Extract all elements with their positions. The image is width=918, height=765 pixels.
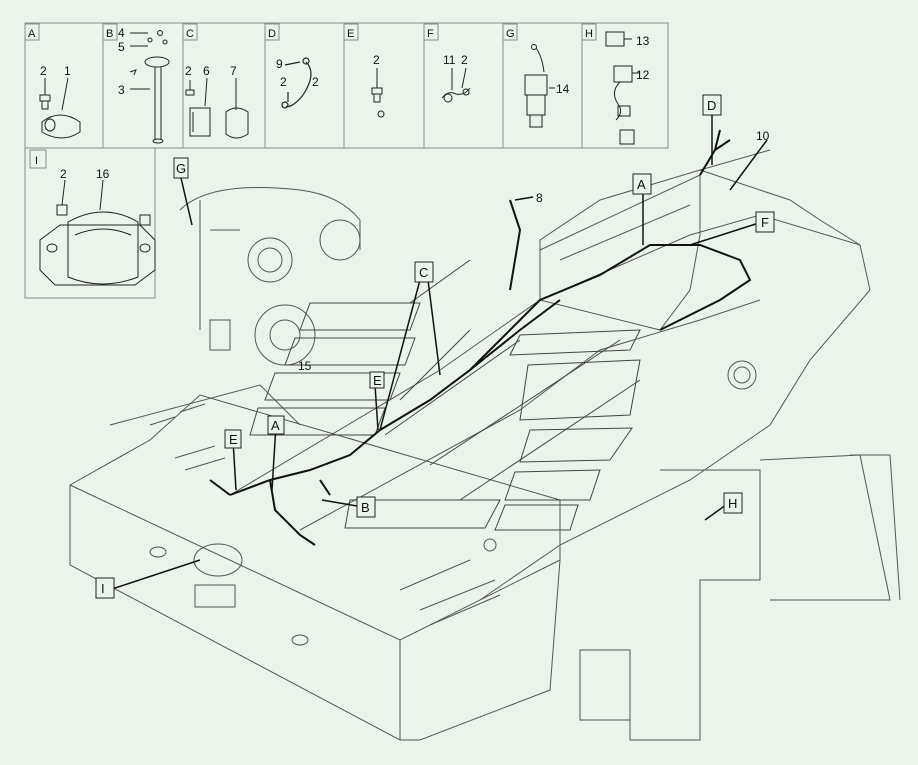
panel-c-letter: C [186,28,194,40]
panel-c-callout-3: 7 [230,64,237,78]
panel-f-callout-2: 2 [461,53,468,67]
panel-c-parts [185,77,249,139]
panel-a-callout-2: 1 [64,64,71,78]
main-label-d: D [707,98,716,113]
panel-b-letter: B [106,28,113,40]
panel-d-callout-3: 2 [312,75,319,89]
callout-leaders [111,114,768,590]
panel-e-parts [371,68,385,118]
part-number-panel: 15 [298,359,312,373]
panel-g-letter: G [506,28,515,40]
panel-d-callout-2: 2 [280,75,287,89]
panel-f-letter: F [427,28,434,40]
panel-i-callout-1: 2 [60,167,67,181]
main-letter-boxes [95,94,775,599]
main-label-i: I [101,581,105,596]
panel-a-parts [39,77,81,139]
panel-i-parts [39,179,156,286]
panel-g-parts [524,44,555,128]
main-label-g: G [176,161,186,176]
panel-i-letter: I [35,155,38,167]
main-label-e-upper: E [373,373,382,388]
panel-e-callout-1: 2 [373,53,380,67]
panel-b-callout-3: 3 [118,83,125,97]
wiring-harness [209,129,752,546]
deck-plates [249,259,641,531]
panel-b-callout-1: 4 [118,26,125,40]
panel-e-letter: E [347,28,354,40]
panel-h-callout-2: 12 [636,68,650,82]
main-label-b: B [361,500,370,515]
panel-h-parts [605,31,640,145]
detail-panel-grid [24,22,669,299]
panel-c-callout-2: 6 [203,64,210,78]
main-label-a-lower: A [271,418,280,433]
panel-b-callout-2: 5 [118,40,125,54]
part-number-harness: 8 [536,191,543,205]
panel-c-callout-1: 2 [185,64,192,78]
main-label-a-upper: A [637,177,646,192]
panel-a-letter: A [28,28,36,40]
panel-i-callout-2: 16 [96,167,110,181]
panel-letter-tabs [24,23,597,169]
panel-h-letter: H [585,28,593,40]
panel-f-callout-1: 11 [443,53,456,67]
panel-b-parts [129,30,170,144]
main-frame-assembly [69,149,901,741]
panel-a-callout-1: 2 [40,64,47,78]
part-number-cover-plate: 10 [756,129,770,143]
panel-g-callout-1: 14 [556,82,570,96]
panel-d-callout-1: 9 [276,57,283,71]
panel-d-parts [281,57,312,109]
panel-d-letter: D [268,28,276,40]
main-label-h: H [728,496,737,511]
main-label-f: F [761,215,769,230]
main-label-e-lower: E [229,432,238,447]
panel-f-parts [441,67,471,103]
panel-h-callout-1: 13 [636,34,650,48]
main-label-c: C [419,265,428,280]
